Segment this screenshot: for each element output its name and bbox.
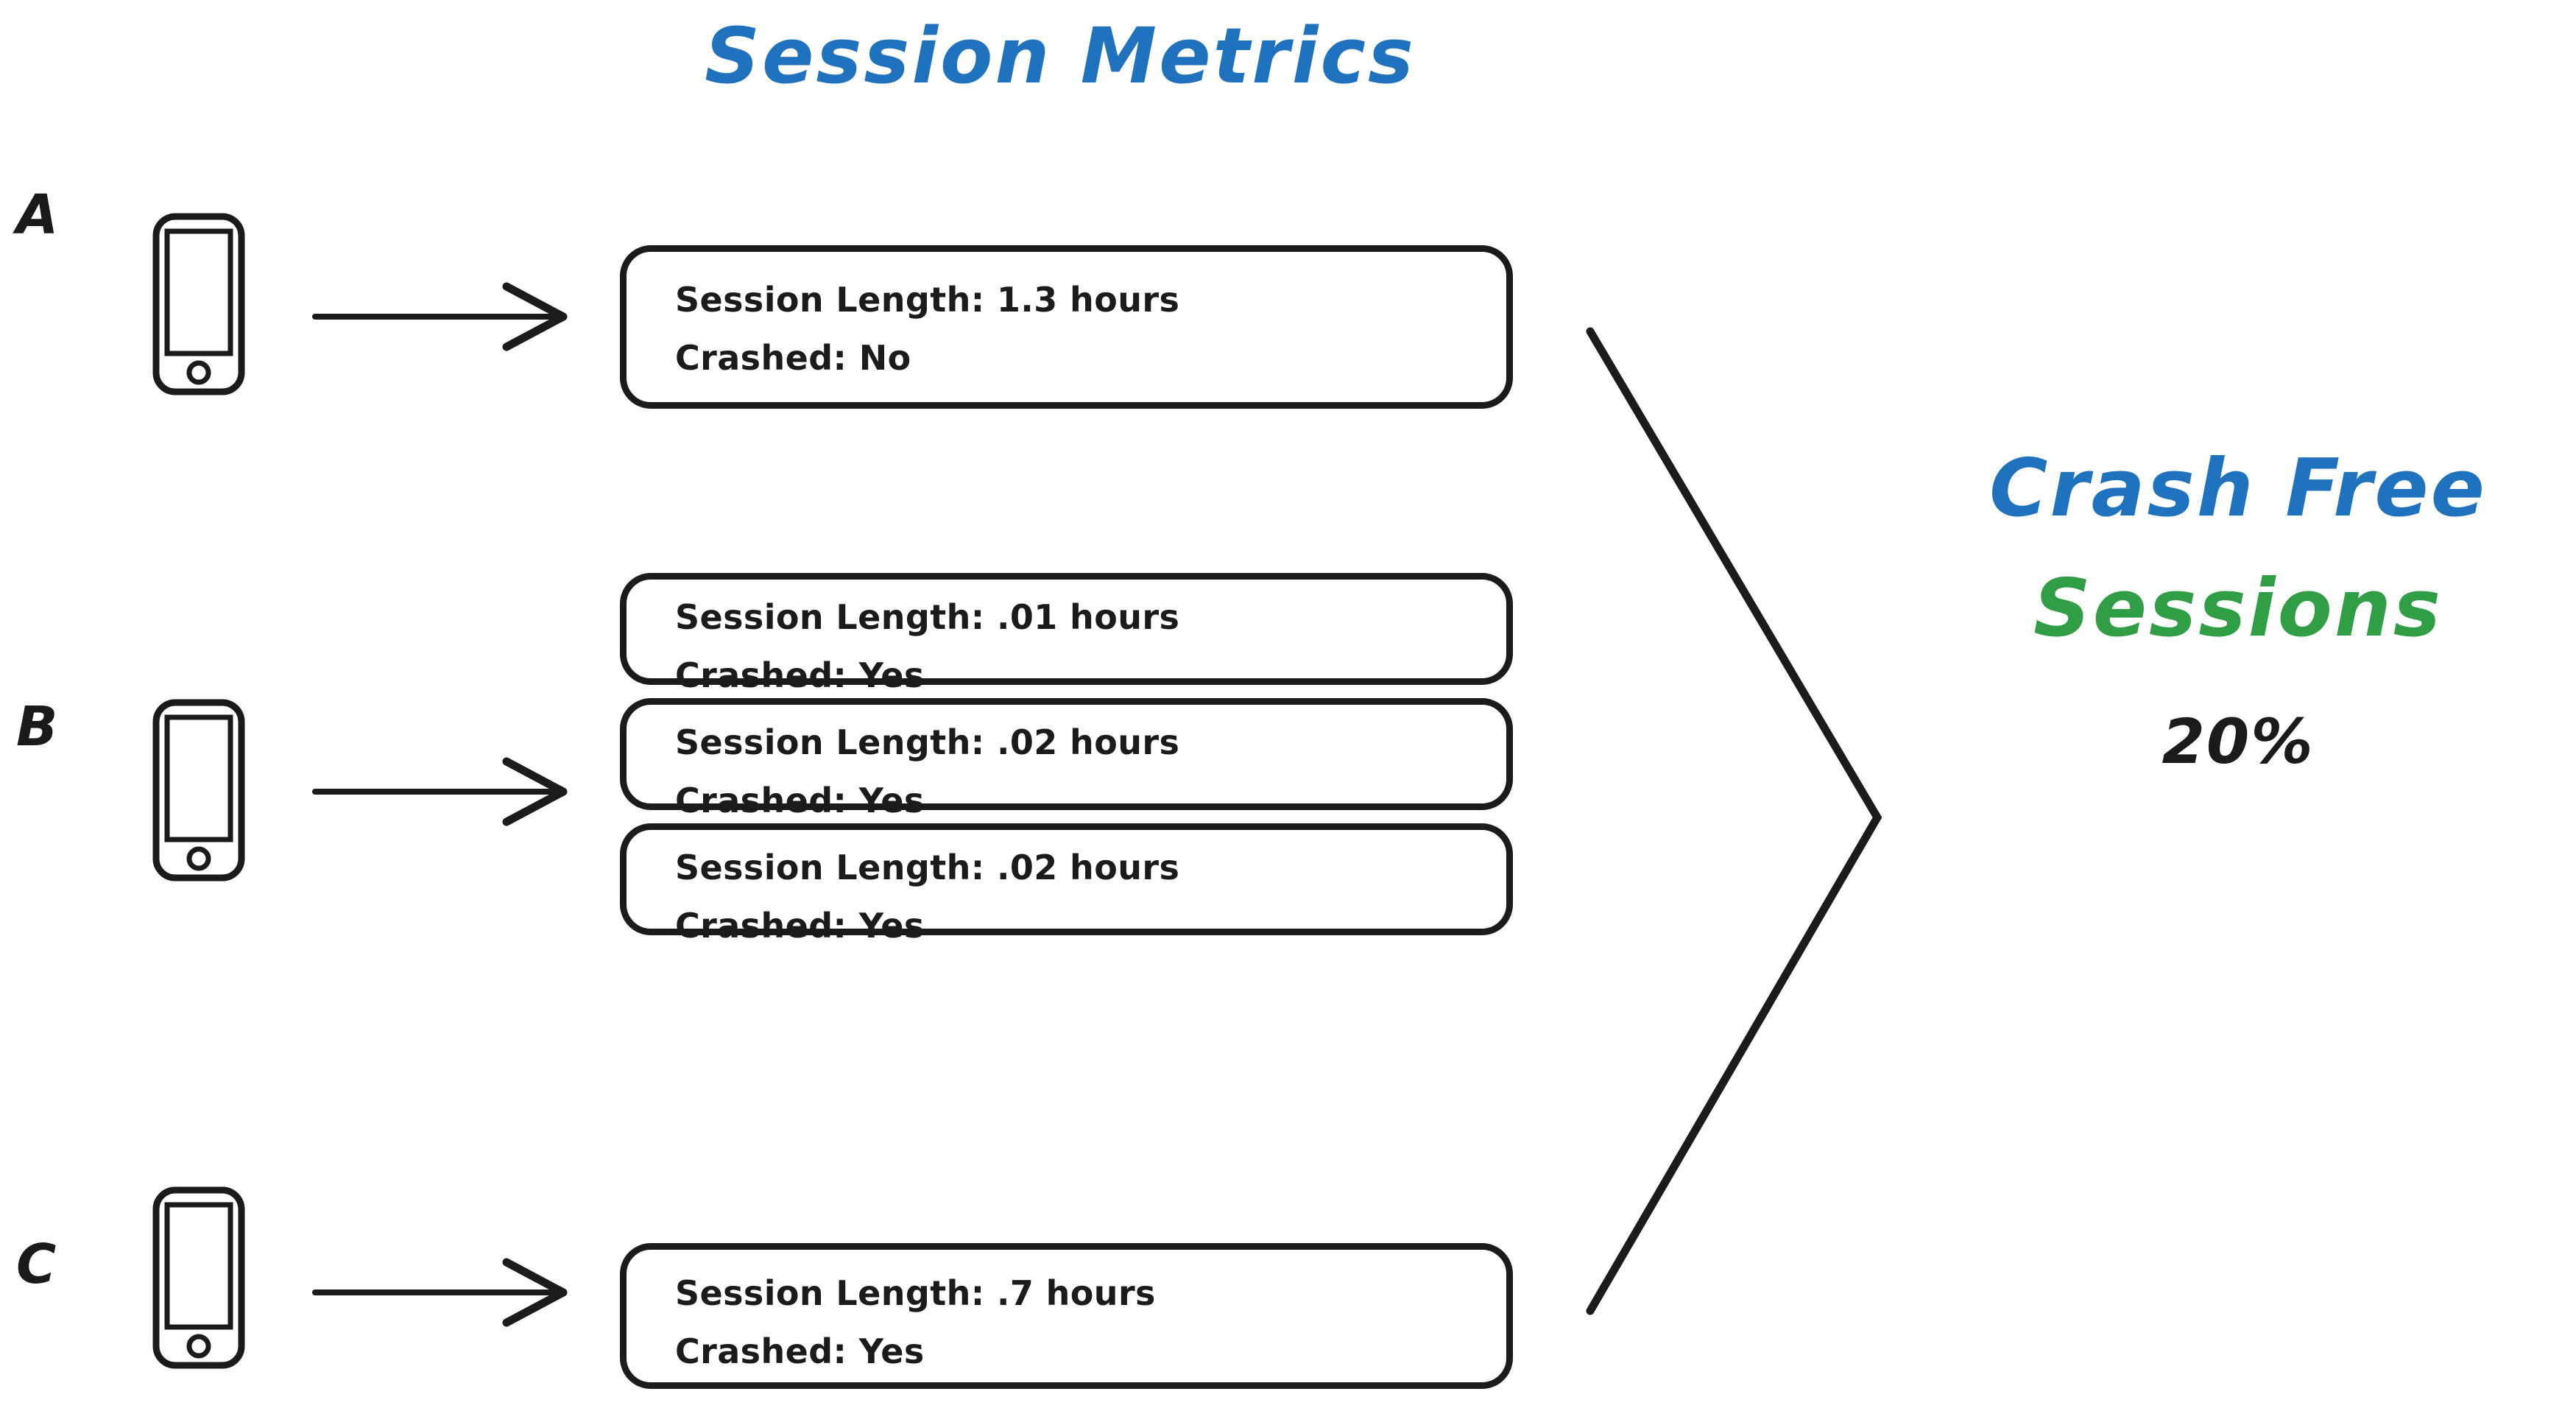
session-card[interactable]: Session Length: .01 hours Crashed: Yes: [620, 573, 1513, 695]
arrow-right-icon: [309, 276, 574, 357]
arrow-right-icon: [309, 1252, 574, 1333]
outcome-block: Crash Free Sessions 20%: [1922, 442, 2555, 779]
outcome-title-line1: Crash Free: [1989, 443, 2487, 535]
converging-bracket-icon: [1568, 309, 1907, 1340]
mobile-phone-icon: [151, 698, 247, 882]
session-card[interactable]: Session Length: .7 hours Crashed: Yes: [620, 1243, 1513, 1389]
session-length-text: Session Length: 1.3 hours: [675, 280, 1180, 320]
session-card[interactable]: Session Length: .02 hours Crashed: Yes: [620, 698, 1513, 820]
session-crashed-text: Crashed: Yes: [675, 1331, 925, 1372]
device-label-c: C: [16, 1233, 57, 1296]
device-label-a: A: [16, 183, 59, 247]
arrow-right-icon: [309, 751, 574, 832]
session-card[interactable]: Session Length: 1.3 hours Crashed: No: [620, 245, 1513, 409]
session-length-text: Session Length: .02 hours: [675, 722, 1180, 762]
crash-free-sessions-value: 20%: [2162, 705, 2315, 778]
session-length-text: Session Length: .01 hours: [675, 597, 1180, 637]
outcome-title-line2: Sessions: [2033, 563, 2443, 655]
session-crashed-text: Crashed: Yes: [675, 655, 925, 696]
page-title: Session Metrics: [705, 11, 1416, 101]
session-crashed-text: Crashed: No: [675, 338, 911, 379]
mobile-phone-icon: [151, 1186, 247, 1370]
session-length-text: Session Length: .02 hours: [675, 848, 1180, 887]
mobile-phone-icon: [151, 212, 247, 396]
session-crashed-text: Crashed: Yes: [675, 781, 925, 821]
session-length-text: Session Length: .7 hours: [675, 1273, 1156, 1313]
device-label-b: B: [16, 695, 58, 759]
session-card[interactable]: Session Length: .02 hours Crashed: Yes: [620, 823, 1513, 946]
session-crashed-text: Crashed: Yes: [675, 906, 925, 946]
